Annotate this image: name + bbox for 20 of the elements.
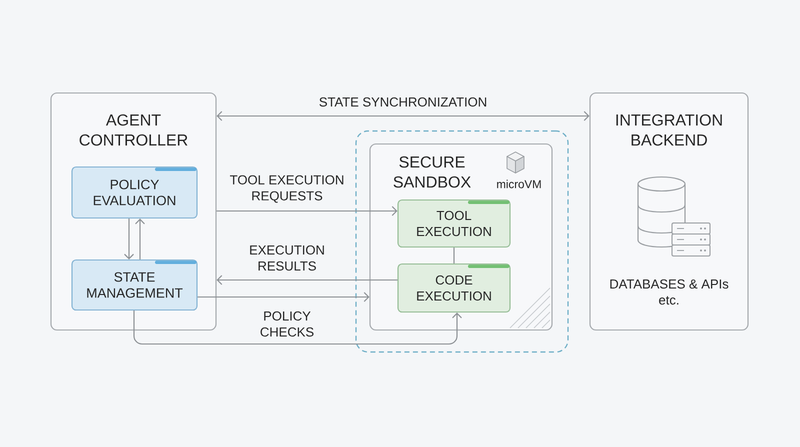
node-label: INTEGRATION BACKEND bbox=[616, 114, 722, 146]
arrow bbox=[198, 292, 370, 302]
edge-label: TOOL EXECUTION REQUESTS bbox=[230, 175, 344, 203]
arrow bbox=[216, 206, 398, 216]
node-label: DATABASES & APIs etc. bbox=[610, 279, 728, 305]
arrow bbox=[124, 218, 134, 260]
edge-label: STATE SYNCHRONIZATION bbox=[319, 97, 486, 107]
arrow bbox=[133, 310, 462, 345]
arrow bbox=[135, 218, 145, 260]
edge-label: POLICY CHECKS bbox=[260, 311, 314, 337]
process-box: TOOL EXECUTION bbox=[397, 199, 511, 248]
process-box: CODE EXECUTION bbox=[397, 263, 511, 313]
arrow bbox=[216, 275, 398, 285]
dashed-boundary bbox=[355, 130, 569, 353]
process-box: POLICY EVALUATION bbox=[71, 166, 198, 219]
process-box: STATE MANAGEMENT bbox=[71, 259, 198, 311]
connector-line bbox=[453, 248, 455, 264]
arrow bbox=[216, 111, 590, 121]
panel-box: INTEGRATION BACKEND DATABASES & APIs etc. bbox=[589, 92, 749, 331]
edge-label: EXECUTION RESULTS bbox=[250, 245, 324, 271]
